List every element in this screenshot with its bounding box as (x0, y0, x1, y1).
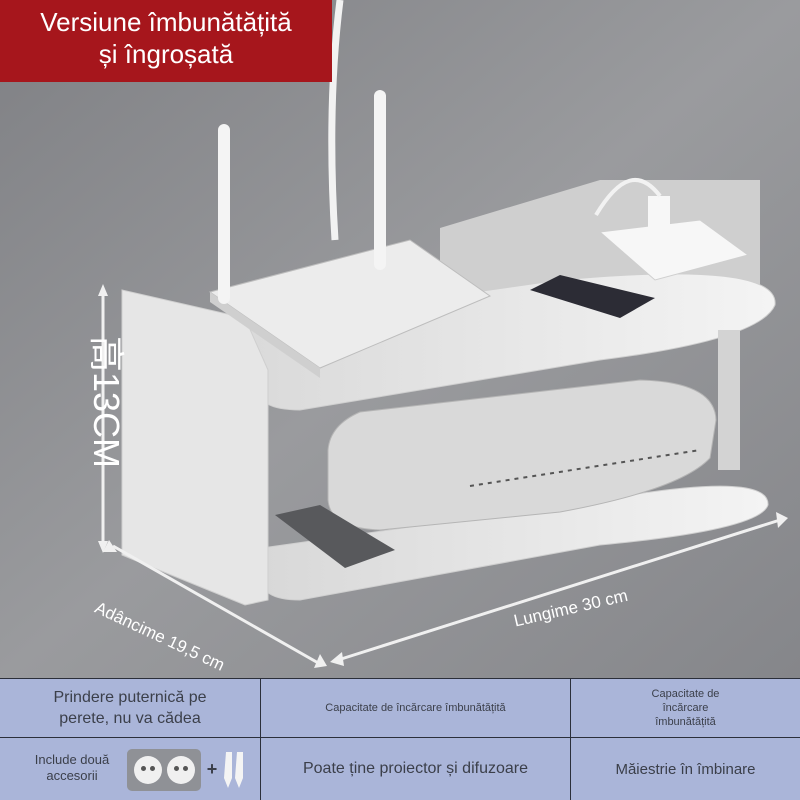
feature-projector-speakers: Poate ține proiector și difuzoare (302, 760, 528, 777)
table-divider-col-2 (570, 678, 571, 800)
feature-load-capacity-2: Capacitate de încărcare îmbunătățită (651, 688, 720, 728)
feature-wall-mount: Prindere puternică pe perete, nu va căde… (53, 689, 207, 727)
plus-sign: + (206, 758, 218, 779)
promo-banner: Versiune îmbunătățită și îngroșată (0, 0, 332, 82)
feature-joinery: Măiestrie în îmbinare (615, 760, 756, 778)
wall-anchor-accessory (127, 749, 201, 791)
table-divider-row (0, 737, 800, 738)
hook-accessory-icon (224, 752, 243, 788)
anchor-icon (167, 756, 195, 784)
table-border-top (0, 678, 800, 679)
height-dimension-label: 高13CM (86, 336, 127, 469)
table-divider-col-1 (260, 678, 261, 800)
banner-line-2: și îngroșată (98, 39, 234, 69)
anchor-icon (134, 756, 162, 784)
shelf-illustration (0, 0, 800, 678)
feature-load-capacity-1: Capacitate de încărcare îmbunătățită (325, 702, 506, 714)
feature-accessories: Include două accesorii (34, 752, 110, 783)
banner-line-1: Versiune îmbunătățită (40, 7, 292, 37)
